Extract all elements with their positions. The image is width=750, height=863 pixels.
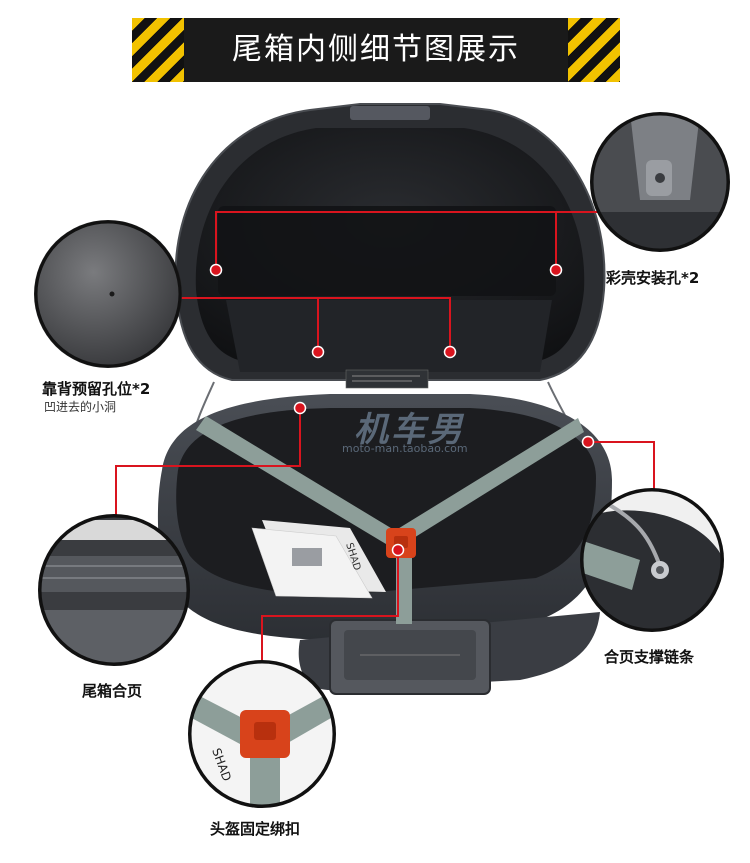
dot-back-hole-right <box>443 345 457 359</box>
zoom-shell-mount <box>590 112 730 252</box>
zoom-helmet-buckle: SHAD <box>188 660 336 808</box>
dot-hinge <box>293 401 307 415</box>
callout-lines <box>115 211 655 664</box>
helmet-straps <box>196 416 584 624</box>
dot-shell-mount-right <box>549 263 563 277</box>
dot-shell-mount-left <box>209 263 223 277</box>
dot-support-chain <box>581 435 595 449</box>
callout-dots <box>209 263 595 557</box>
watermark-site: moto-man.taobao.com <box>342 442 468 455</box>
label-support-chain: 合页支撑链条 <box>604 648 695 666</box>
dot-helmet-buckle <box>391 543 405 557</box>
instruction-manual: SHAD <box>251 520 386 599</box>
hazard-stripes-left <box>132 18 184 82</box>
zoom-support-chain <box>580 488 724 632</box>
hazard-stripes-right <box>568 18 620 82</box>
title-banner: 尾箱内侧细节图展示 <box>132 18 620 82</box>
banner-title: 尾箱内侧细节图展示 <box>232 32 520 67</box>
zoom-hinge <box>38 514 190 666</box>
label-shell-mount: 彩壳安装孔*2 <box>606 269 700 287</box>
zoom-back-holes <box>34 220 182 368</box>
watermark-brand: 机车男 <box>354 410 465 450</box>
label-back-holes-note: 凹进去的小洞 <box>44 400 117 414</box>
label-helmet-buckle: 头盔固定绑扣 <box>210 820 301 838</box>
case-lid <box>174 103 606 389</box>
label-back-holes: 靠背预留孔位*2 <box>42 380 151 398</box>
dot-back-hole-left <box>311 345 325 359</box>
label-hinge: 尾箱合页 <box>82 682 143 700</box>
